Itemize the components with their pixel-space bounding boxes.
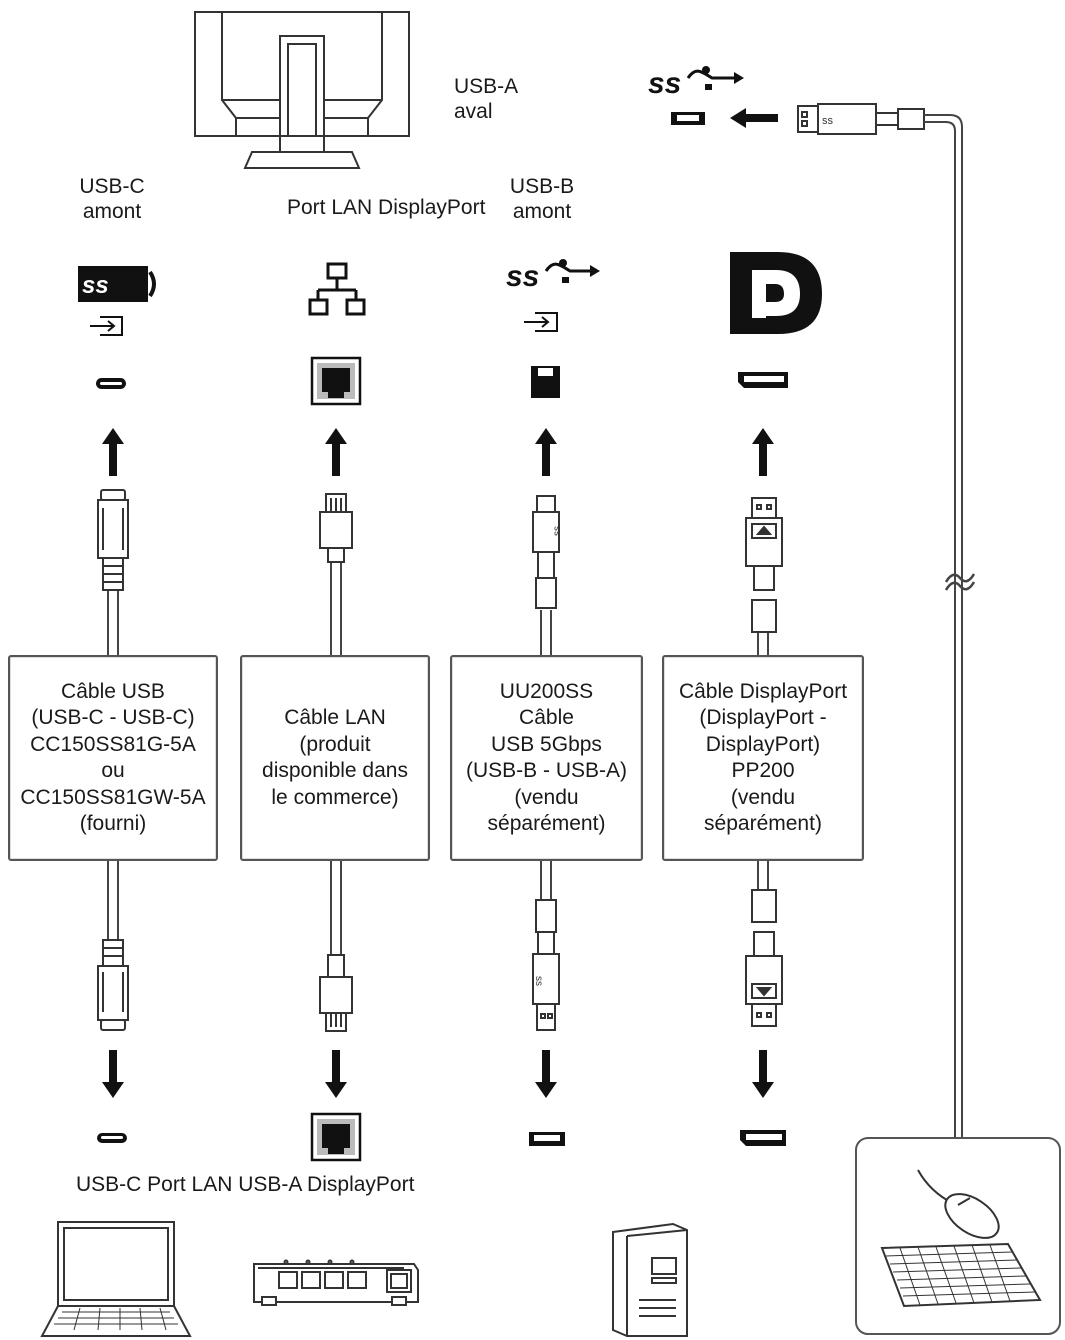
cable-description: Câble LAN (produit disponible dans le co… xyxy=(262,706,408,809)
cable-box-displayport: Câble DisplayPort (DisplayPort - Display… xyxy=(662,655,864,861)
monitor-rear-icon xyxy=(194,11,410,169)
lan-plug-icon xyxy=(319,493,353,563)
svg-text:ss: ss xyxy=(648,67,681,100)
arrow-down-icon xyxy=(102,1050,124,1098)
usb-b-port-icon xyxy=(531,366,560,398)
cable-box-lan: Câble LAN (produit disponible dans le co… xyxy=(240,655,430,861)
network-icon xyxy=(308,262,366,316)
usb-a-plug-icon: ss xyxy=(532,899,560,1031)
svg-text:ss: ss xyxy=(506,260,539,293)
input-arrow-icon xyxy=(90,316,123,336)
input-arrow-icon xyxy=(524,312,558,332)
cable-description: UU200SS Câble USB 5Gbps (USB-B - USB-A) … xyxy=(465,679,627,836)
laptop-icon xyxy=(40,1221,192,1337)
displayport-logo-icon xyxy=(730,252,822,334)
lan-port-icon xyxy=(310,1112,362,1162)
svg-text:ss: ss xyxy=(552,526,563,536)
arrow-up-icon xyxy=(752,428,774,476)
keyboard-mouse-cable xyxy=(924,114,976,1138)
arrow-down-icon xyxy=(752,1050,774,1098)
displayport-plug-icon xyxy=(745,497,783,633)
cable-description: Câble DisplayPort (DisplayPort - Display… xyxy=(678,679,848,836)
arrow-up-icon xyxy=(325,428,347,476)
displayport-plug-icon xyxy=(745,889,783,1027)
displayport-port-icon xyxy=(738,372,788,388)
usb-b-upstream-label: USB-B amont xyxy=(509,175,575,223)
usb-c-superspeed-icon: ss xyxy=(78,266,156,302)
keyboard-mouse-device xyxy=(855,1137,1061,1335)
arrow-down-icon xyxy=(535,1050,557,1098)
arrow-left-icon xyxy=(730,108,778,128)
usb-b-plug-icon: ss xyxy=(532,495,563,609)
arrow-down-icon xyxy=(325,1050,347,1098)
cable-box-usb-c: Câble USB (USB-C - USB-C) CC150SS81G-5A … xyxy=(8,655,218,861)
desktop-pc-icon xyxy=(612,1222,688,1337)
cable-description: Câble USB (USB-C - USB-C) CC150SS81G-5A … xyxy=(20,679,206,836)
arrow-up-icon xyxy=(535,428,557,476)
lan-plug-icon xyxy=(319,954,353,1032)
network-switch-icon xyxy=(253,1259,419,1306)
displayport-port-icon xyxy=(740,1130,786,1146)
lan-port-icon xyxy=(310,356,362,406)
arrow-up-icon xyxy=(102,428,124,476)
usb-a-downstream-label: USB-A aval xyxy=(454,75,519,123)
mouse-icon xyxy=(917,1169,1000,1239)
lan-displayport-label: Port LAN DisplayPort xyxy=(287,196,486,219)
cable-box-usb-b: UU200SS Câble USB 5Gbps (USB-B - USB-A) … xyxy=(450,655,643,861)
usb-c-plug-icon xyxy=(97,489,129,591)
superspeed-usb-icon: ss xyxy=(648,66,744,100)
usb-a-plug-icon: ss xyxy=(797,103,925,135)
svg-text:ss: ss xyxy=(533,976,544,986)
svg-text:ss: ss xyxy=(822,115,834,127)
usb-c-upstream-label: USB-C amont xyxy=(79,175,145,223)
svg-text:ss: ss xyxy=(82,272,109,299)
keyboard-icon xyxy=(880,1242,1042,1308)
superspeed-usb-b-icon: ss xyxy=(506,259,600,293)
usb-c-plug-icon xyxy=(97,939,129,1031)
bottom-ports-label: USB-C Port LAN USB-A DisplayPort xyxy=(76,1173,415,1196)
